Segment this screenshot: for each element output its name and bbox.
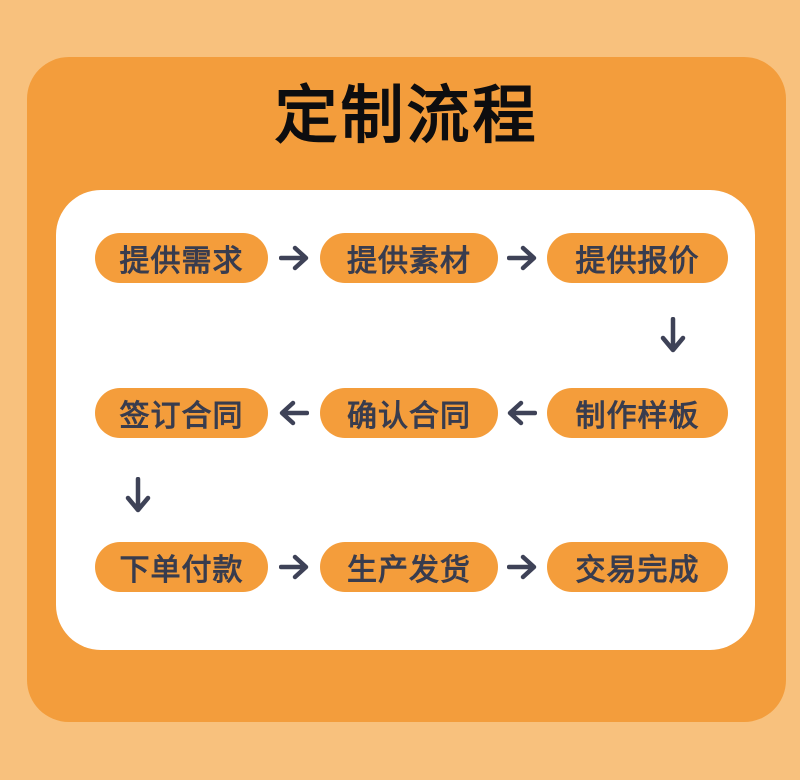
arrow-right-icon (279, 245, 309, 271)
arrow-right-icon (279, 554, 309, 580)
step-pill-produce-ship: 生产发货 (320, 542, 498, 592)
arrow-left-icon (507, 400, 537, 426)
arrow-right-icon (507, 245, 537, 271)
arrow-down-icon (125, 477, 151, 513)
step-pill-provide-requirements: 提供需求 (95, 233, 268, 283)
step-pill-place-order-pay: 下单付款 (95, 542, 268, 592)
flow-board: 提供需求 提供素材 提供报价 签订合同 确认合同 制作样板 (56, 190, 755, 650)
step-pill-make-sample: 制作样板 (547, 388, 728, 438)
step-pill-confirm-contract: 确认合同 (320, 388, 498, 438)
step-pill-sign-contract: 签订合同 (95, 388, 268, 438)
step-pill-transaction-complete: 交易完成 (547, 542, 728, 592)
orange-panel: 定制流程 提供需求 提供素材 提供报价 签订合同 确认合同 制作样板 (27, 57, 786, 722)
arrow-right-icon (507, 554, 537, 580)
step-pill-provide-materials: 提供素材 (320, 233, 498, 283)
step-pill-provide-quotation: 提供报价 (547, 233, 728, 283)
arrow-down-icon (660, 317, 686, 353)
arrow-left-icon (279, 400, 309, 426)
page-title: 定制流程 (274, 81, 539, 151)
